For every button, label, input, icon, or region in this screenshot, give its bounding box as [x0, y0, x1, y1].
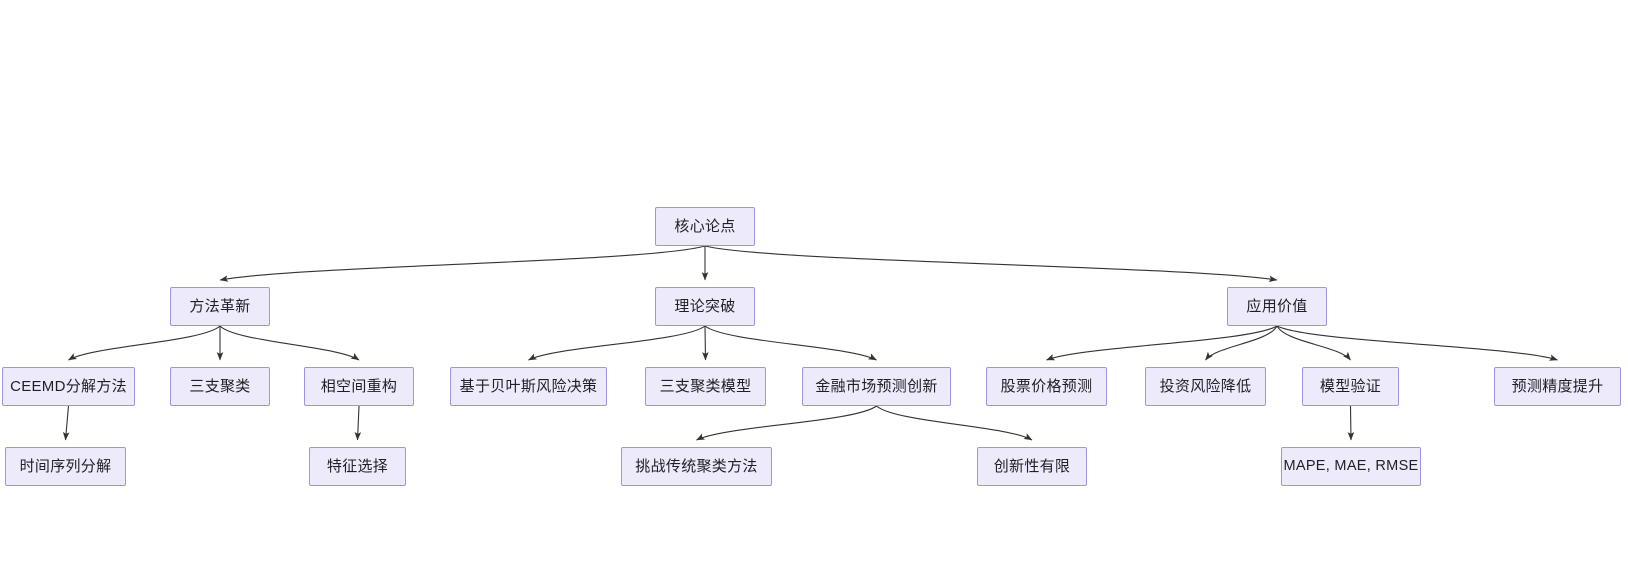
node-label: 基于贝叶斯风险决策: [459, 378, 598, 395]
node-l2c1[interactable]: 股票价格预测: [986, 367, 1107, 406]
node-root[interactable]: 核心论点: [655, 207, 755, 246]
node-l2c3[interactable]: 模型验证: [1302, 367, 1399, 406]
node-label: 金融市场预测创新: [815, 378, 938, 395]
node-label: 模型验证: [1319, 378, 1382, 395]
edge-l1b-to-l2b2: [702, 325, 709, 361]
node-label: 股票价格预测: [1000, 378, 1093, 395]
edge-l1c-to-l2c2: [1205, 325, 1278, 361]
node-label: CEEMD分解方法: [10, 378, 127, 395]
node-label: 理论突破: [674, 298, 736, 315]
edge-l2a1-to-l3a1: [62, 405, 70, 441]
edge-l1b-to-l2b3: [704, 325, 877, 361]
node-l3b3a[interactable]: 挑战传统聚类方法: [621, 447, 772, 486]
edge-l2a3-to-l3a3: [354, 405, 362, 441]
node-label: 三支聚类模型: [659, 378, 752, 395]
edge-l1b-to-l2b1: [528, 325, 706, 361]
node-label: 创新性有限: [993, 458, 1071, 475]
node-label: 时间序列分解: [19, 458, 112, 475]
node-label: 核心论点: [674, 218, 736, 235]
node-l2a1[interactable]: CEEMD分解方法: [2, 367, 135, 406]
node-l2c4[interactable]: 预测精度提升: [1494, 367, 1621, 406]
node-l2a2[interactable]: 三支聚类: [170, 367, 270, 406]
node-label: MAPE, MAE, RMSE: [1283, 458, 1419, 475]
node-label: 特征选择: [326, 458, 389, 475]
edge-l1c-to-l2c3: [1276, 325, 1351, 361]
node-l2b1[interactable]: 基于贝叶斯风险决策: [450, 367, 607, 406]
edge-l2b3-to-l3b3a: [696, 405, 877, 441]
edge-l1c-to-l2c4: [1276, 325, 1558, 361]
node-l1b[interactable]: 理论突破: [655, 287, 755, 326]
node-label: 三支聚类: [189, 378, 251, 395]
node-label: 方法革新: [189, 298, 251, 315]
node-label: 挑战传统聚类方法: [635, 458, 758, 475]
node-l3a3[interactable]: 特征选择: [309, 447, 406, 486]
node-l2b2[interactable]: 三支聚类模型: [645, 367, 766, 406]
edge-l1a-to-l2a1: [68, 325, 221, 361]
node-label: 投资风险降低: [1159, 378, 1252, 395]
node-l3c3[interactable]: MAPE, MAE, RMSE: [1281, 447, 1421, 486]
node-label: 相空间重构: [320, 378, 398, 395]
node-label: 预测精度提升: [1511, 378, 1604, 395]
node-label: 应用价值: [1246, 298, 1308, 315]
node-l2b3[interactable]: 金融市场预测创新: [802, 367, 951, 406]
edge-l1c-to-l2c1: [1046, 325, 1278, 361]
edge-root-to-l1c: [704, 245, 1278, 283]
node-l3b3b[interactable]: 创新性有限: [977, 447, 1087, 486]
edge-root-to-l1a: [219, 245, 706, 282]
node-l2a3[interactable]: 相空间重构: [304, 367, 414, 406]
node-l1c[interactable]: 应用价值: [1227, 287, 1327, 326]
edge-l2b3-to-l3b3b: [876, 405, 1033, 441]
edge-l1a-to-l2a3: [219, 325, 360, 361]
node-l3a1[interactable]: 时间序列分解: [5, 447, 126, 486]
edge-l2c3-to-l3c3: [1347, 405, 1355, 441]
node-l1a[interactable]: 方法革新: [170, 287, 270, 326]
node-l2c2[interactable]: 投资风险降低: [1145, 367, 1266, 406]
